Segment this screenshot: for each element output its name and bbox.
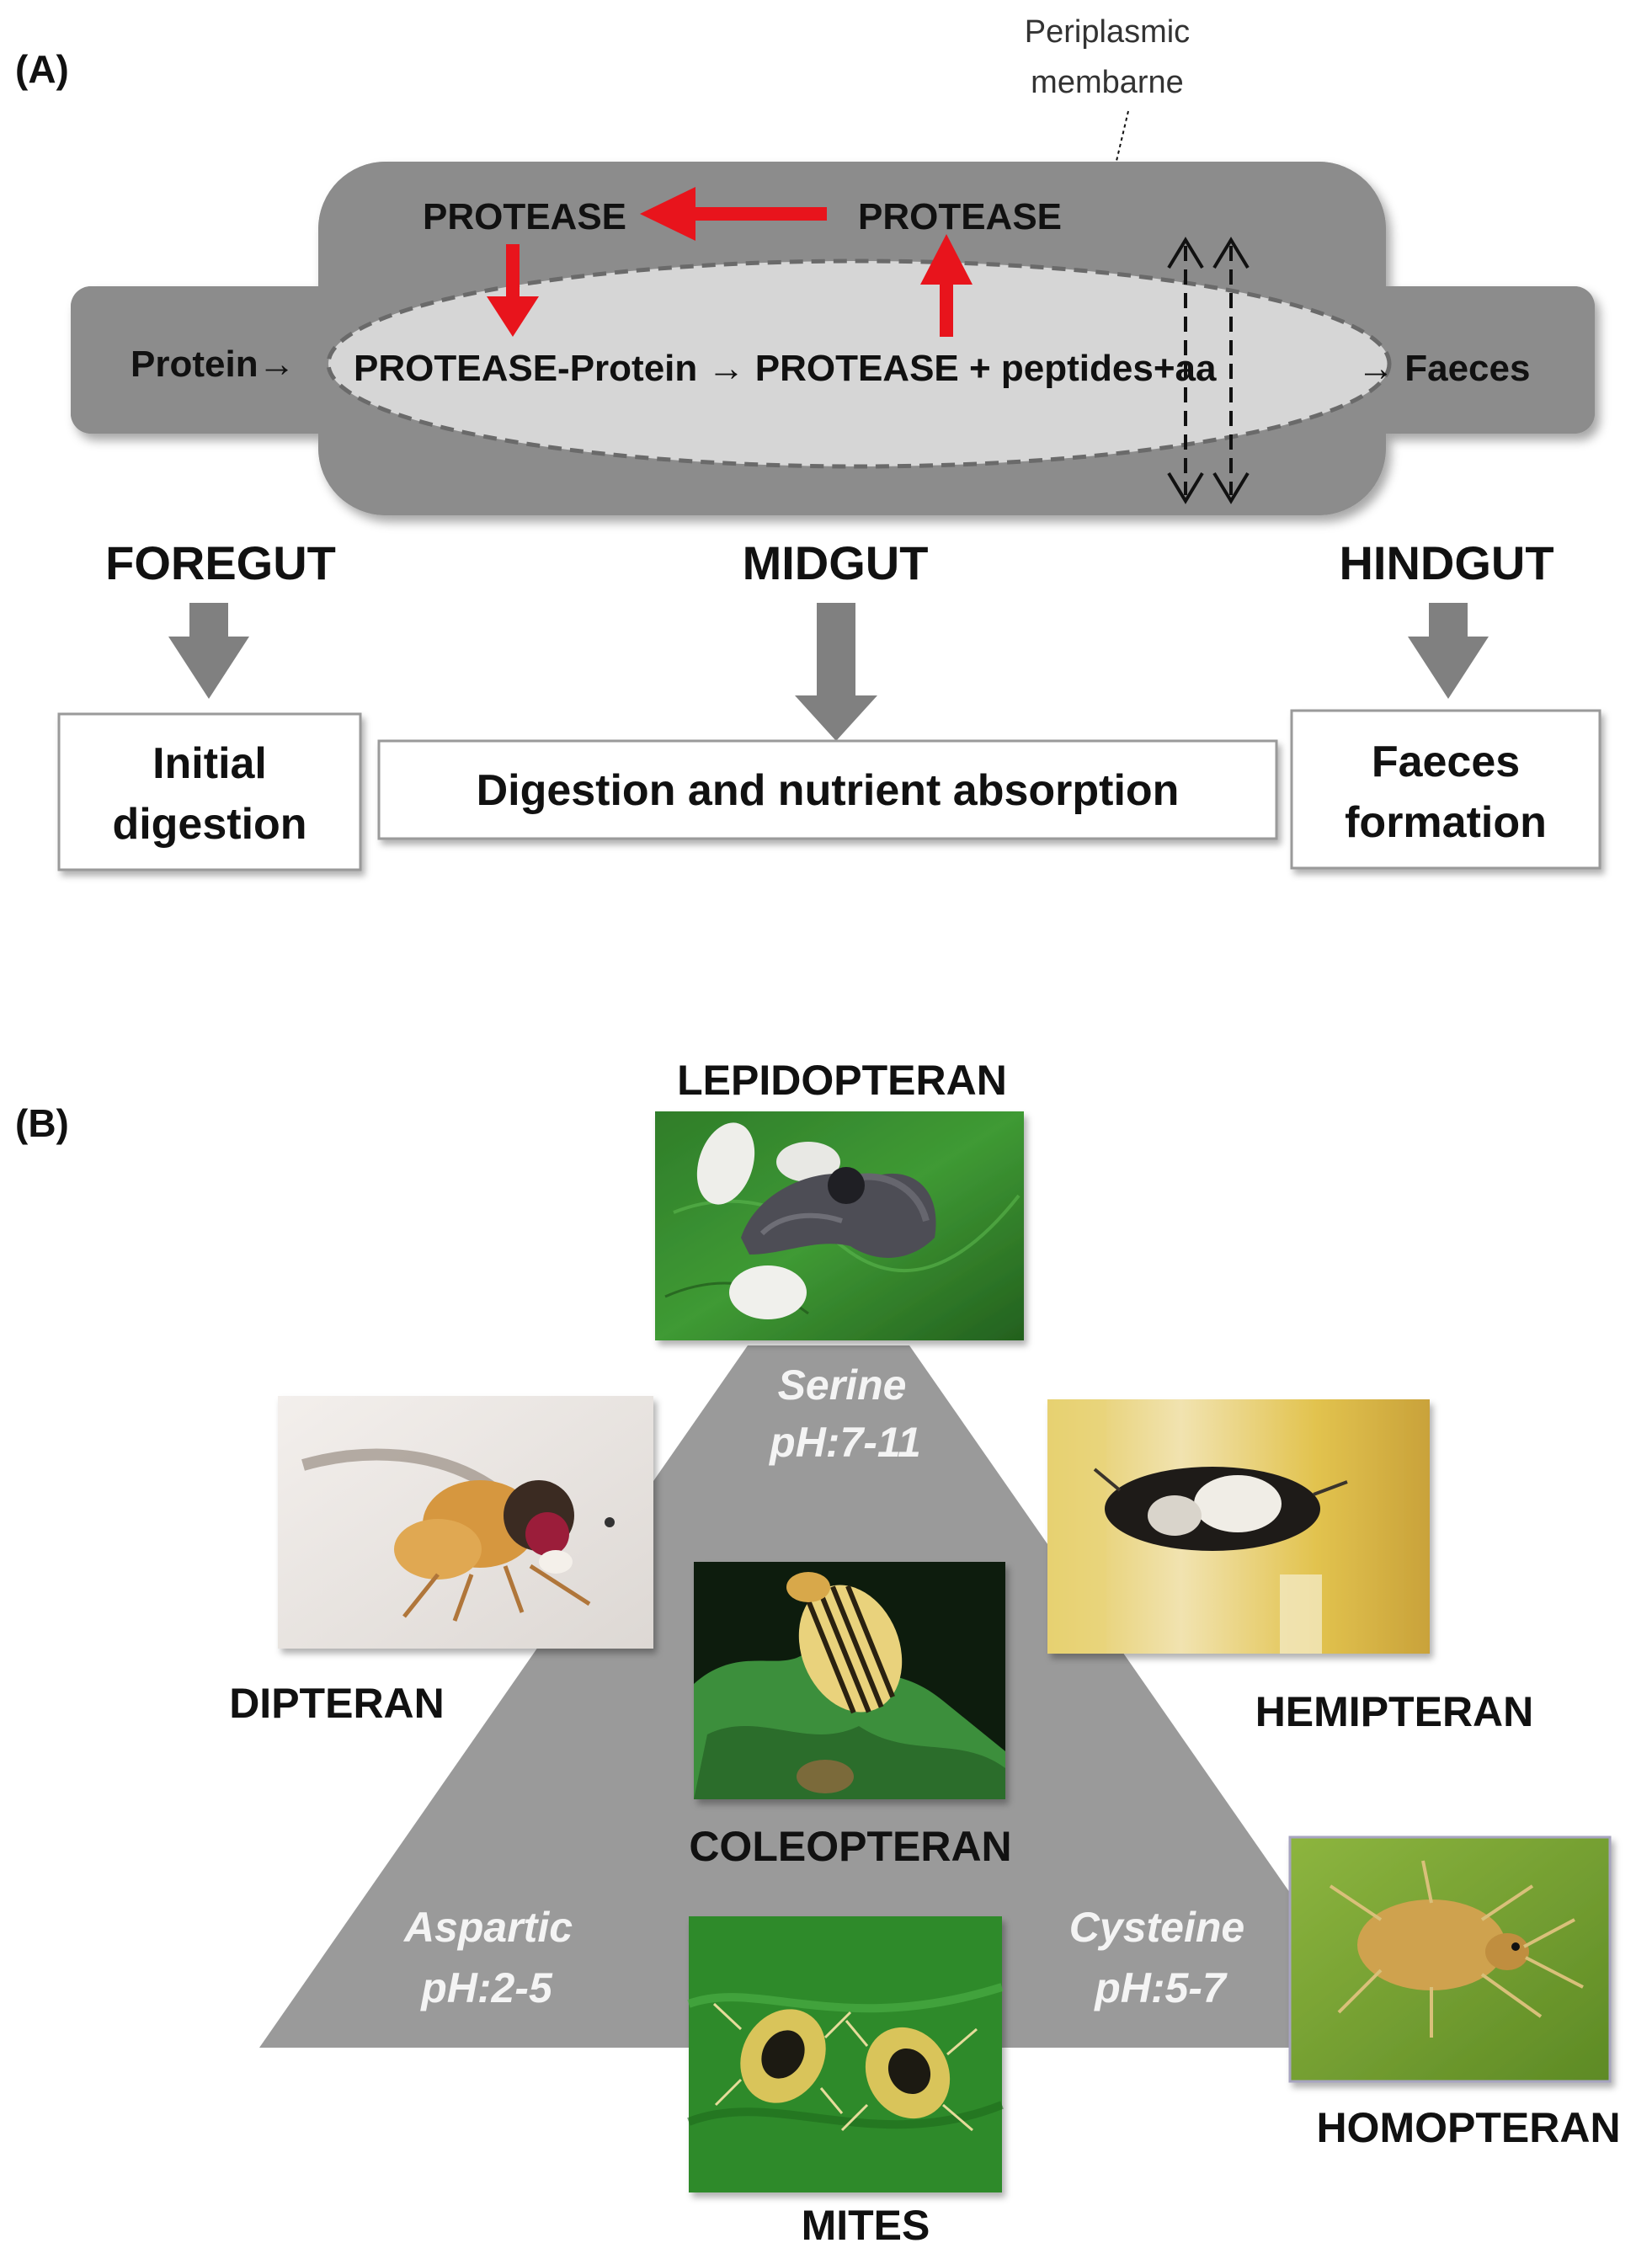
homopteran-photo — [1288, 1835, 1612, 2083]
foregut-down-arrow — [168, 603, 249, 699]
midgut-down-arrow — [795, 603, 877, 741]
dipteran-photo — [278, 1396, 653, 1649]
cysteine-zone-name: Cysteine — [1069, 1904, 1244, 1951]
coleopteran-label: COLEOPTERAN — [689, 1823, 1011, 1870]
dipteran-label: DIPTERAN — [229, 1680, 445, 1727]
protein-input-label: Protein→ — [131, 344, 296, 385]
hemipteran-photo — [1047, 1399, 1430, 1654]
serine-zone-name: Serine — [778, 1361, 907, 1409]
midgut-lumen — [326, 258, 1392, 469]
protease-right-label: PROTEASE — [858, 196, 1062, 237]
protease-left-label: PROTEASE — [423, 196, 626, 237]
initial-digestion-line2: digestion — [112, 800, 306, 849]
hemipteran-label: HEMIPTERAN — [1255, 1688, 1534, 1735]
foregut-title: FOREGUT — [105, 536, 336, 589]
hindgut-down-arrow — [1408, 603, 1489, 699]
hindgut-title: HINDGUT — [1339, 536, 1553, 589]
mites-label: MITES — [802, 2202, 930, 2249]
absorption-arrows — [1167, 237, 1250, 504]
faeces-formation-line2: formation — [1345, 798, 1547, 847]
red-arrow-down — [487, 244, 539, 337]
panel-a-label: (A) — [15, 47, 69, 91]
faeces-formation-box: Faeces formation — [1290, 709, 1601, 870]
mites-photo — [687, 1916, 1004, 2192]
digestion-absorption-text: Digestion and nutrient absorption — [477, 766, 1180, 815]
membrane-label-line2: membarne — [1031, 65, 1184, 100]
midgut-title: MIDGUT — [743, 536, 929, 589]
homopteran-label: HOMOPTERAN — [1316, 2104, 1620, 2151]
membrane-label-line1: Periplasmic — [1025, 14, 1190, 50]
coleopteran-photo — [694, 1562, 1005, 1799]
aspartic-zone-name: Aspartic — [402, 1904, 573, 1951]
lepidopteran-label: LEPIDOPTERAN — [677, 1057, 1007, 1104]
cysteine-zone-ph: pH:5-7 — [1093, 1964, 1228, 2011]
faeces-output-label: → Faeces — [1357, 348, 1530, 389]
initial-digestion-line1: Initial — [152, 739, 267, 788]
lepidopteran-photo — [655, 1111, 1024, 1340]
faeces-formation-line1: Faeces — [1372, 738, 1520, 786]
reaction-equation: PROTEASE-Protein → PROTEASE + peptides+a… — [354, 348, 1217, 389]
panel-b-label: (B) — [15, 1101, 69, 1145]
red-arrow-to-left — [640, 187, 827, 241]
aspartic-zone-ph: pH:2-5 — [419, 1964, 553, 2011]
digestion-absorption-box: Digestion and nutrient absorption — [377, 739, 1278, 840]
serine-zone-ph: pH:7-11 — [768, 1419, 921, 1466]
red-arrow-up — [920, 234, 973, 337]
initial-digestion-box: Initial digestion — [57, 712, 362, 871]
